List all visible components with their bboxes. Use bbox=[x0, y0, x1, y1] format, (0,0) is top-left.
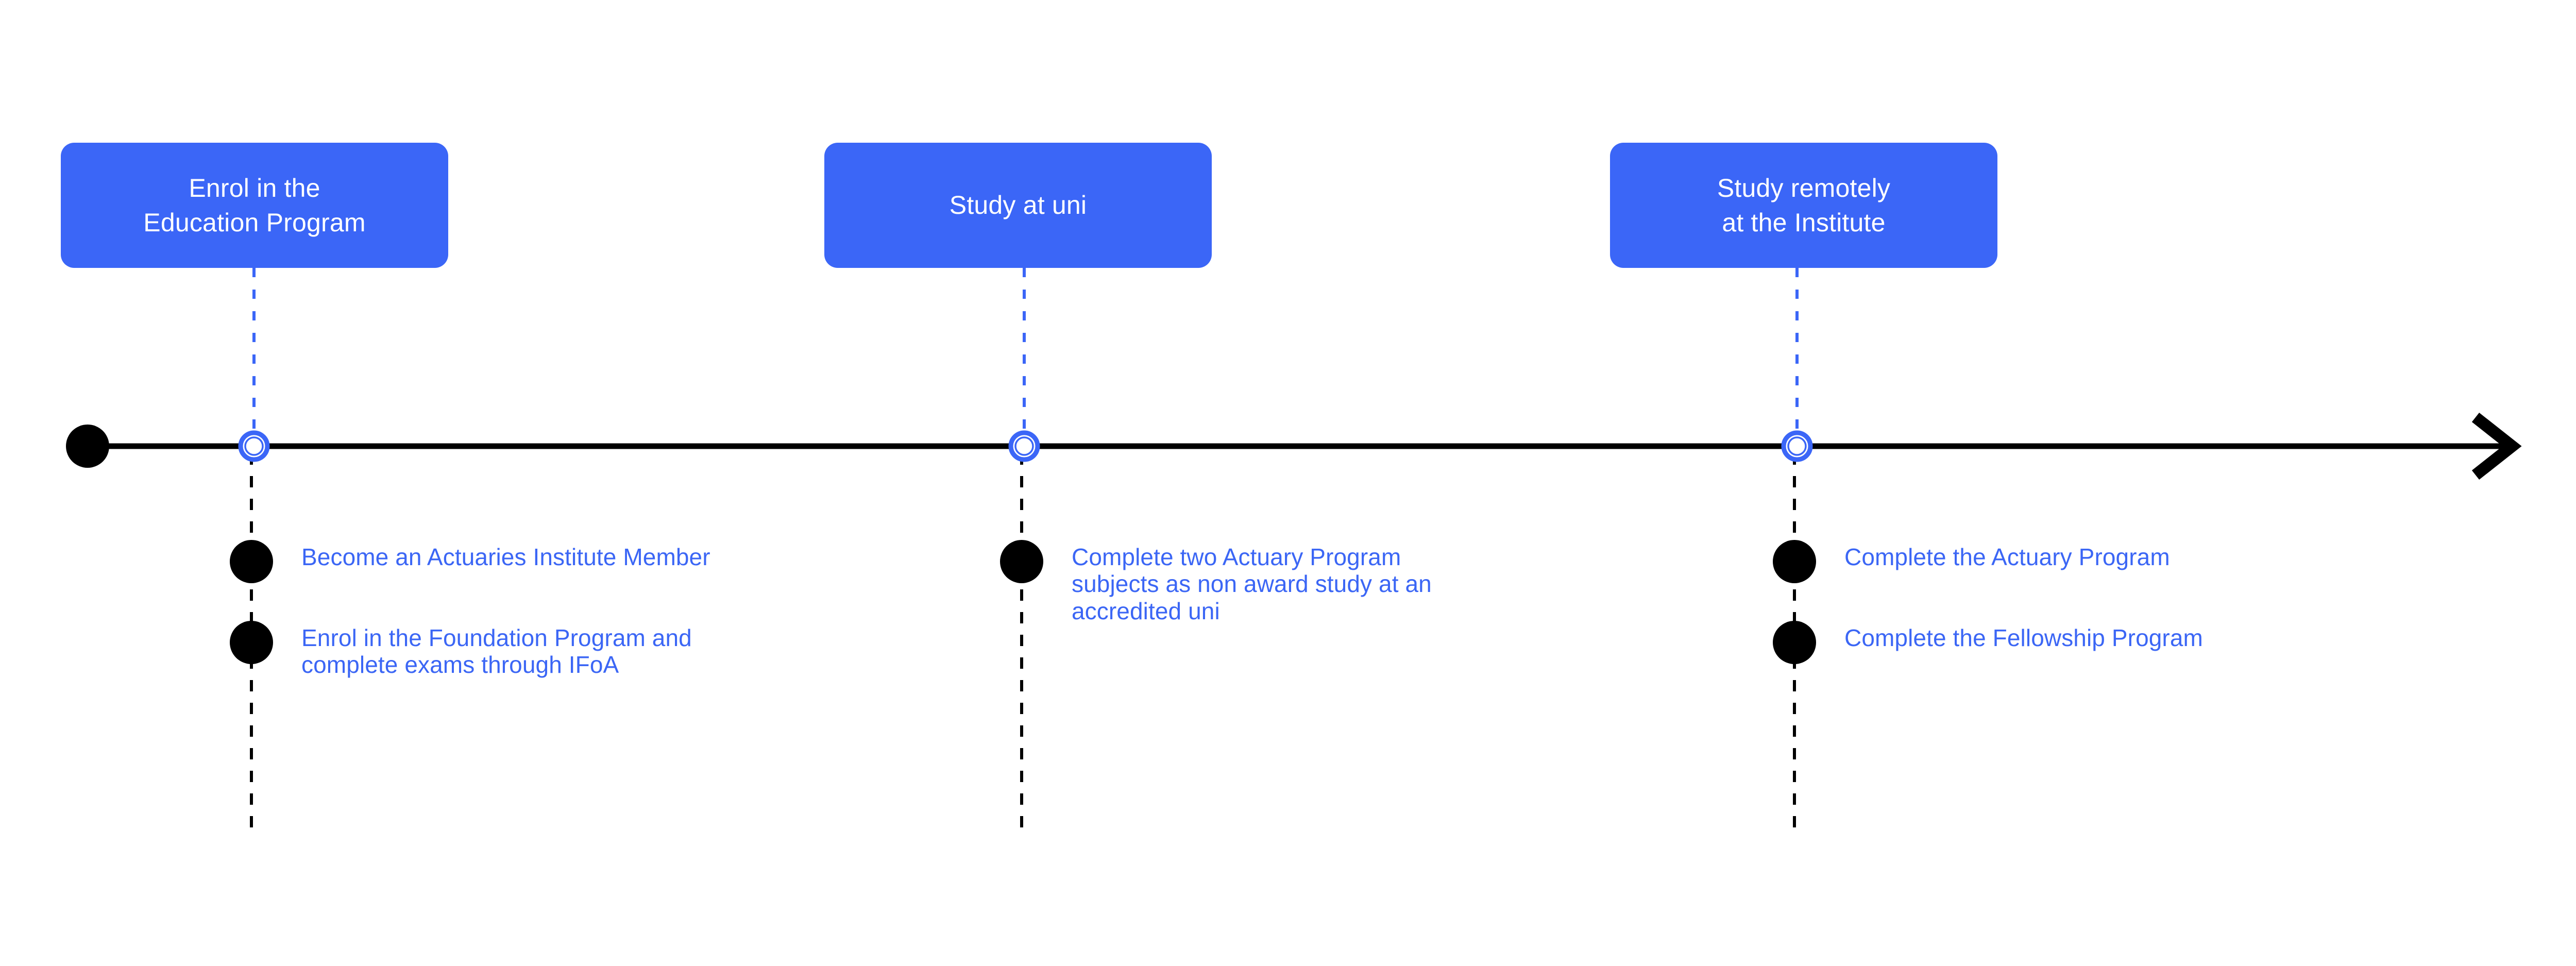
sub-item-dot-icon bbox=[1000, 540, 1043, 583]
milestone-marker-3[interactable] bbox=[1781, 430, 1813, 462]
timeline-arrow-icon bbox=[2471, 412, 2522, 480]
sub-item-label: Complete two Actuary Program subjects as… bbox=[1072, 544, 1432, 624]
sub-item-label: Enrol in the Foundation Program and comp… bbox=[301, 624, 692, 679]
sub-item-label: Become an Actuaries Institute Member bbox=[301, 544, 710, 570]
sub-item-dot-icon bbox=[1773, 621, 1816, 664]
milestone-pill-study-at-uni[interactable]: Study at uni bbox=[824, 143, 1212, 268]
sub-item-dot-icon bbox=[230, 621, 273, 664]
milestone-marker-1[interactable] bbox=[238, 430, 270, 462]
milestone-pill-study-remotely-at-institute[interactable]: Study remotely at the Institute bbox=[1610, 143, 1997, 268]
sub-item-label: Complete the Fellowship Program bbox=[1844, 624, 2203, 651]
milestone-pill-enrol-education-program[interactable]: Enrol in the Education Program bbox=[61, 143, 448, 268]
timeline-start-dot-icon bbox=[66, 425, 109, 468]
milestone-marker-2[interactable] bbox=[1008, 430, 1040, 462]
sub-item-label: Complete the Actuary Program bbox=[1844, 544, 2170, 570]
sub-item-dot-icon bbox=[230, 540, 273, 583]
sub-item-dot-icon bbox=[1773, 540, 1816, 583]
